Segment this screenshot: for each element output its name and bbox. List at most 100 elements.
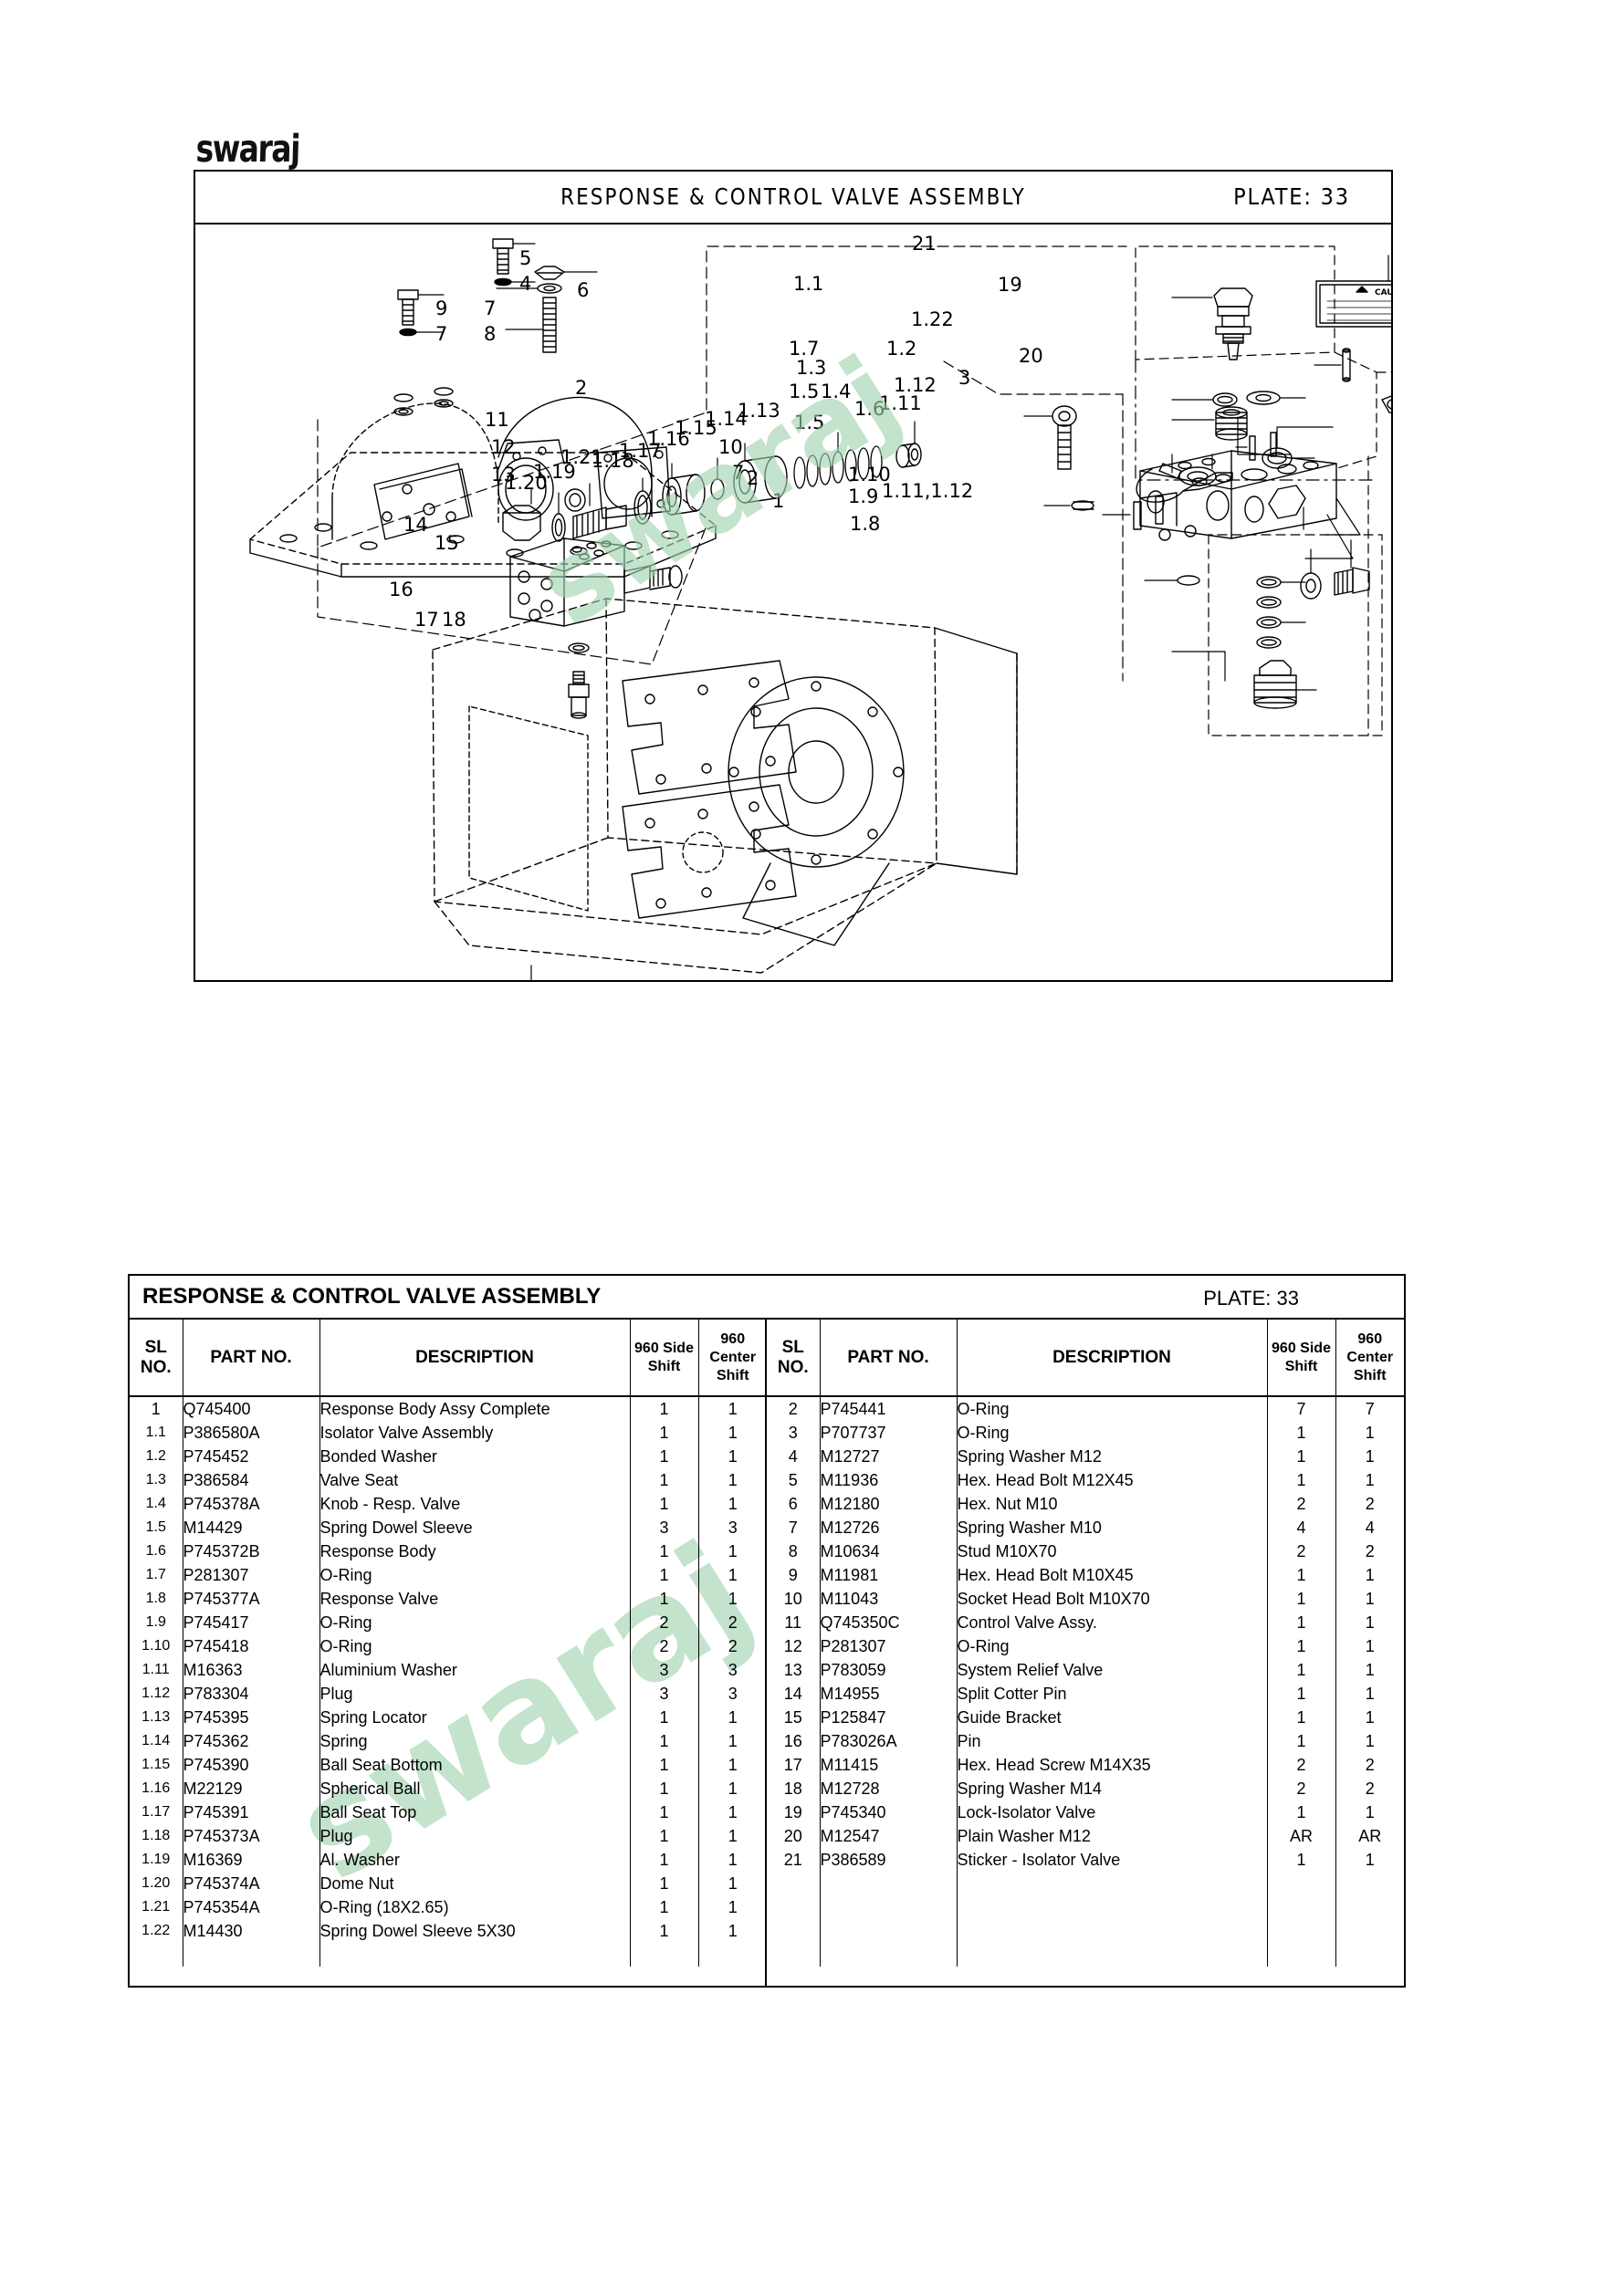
cell-part-no: M11043 <box>819 1587 958 1611</box>
cell-sl-no: 15 <box>767 1706 821 1729</box>
cell-qty-side-shift: 1 <box>1266 1848 1336 1872</box>
cell-part-no: P745362 <box>182 1729 320 1753</box>
cell-sl-no: 1.11 <box>130 1658 183 1682</box>
cell-qty-side-shift: 2 <box>629 1634 699 1658</box>
cell-qty-center-shift: 2 <box>1335 1492 1404 1516</box>
cell-qty-center-shift: 1 <box>1335 1468 1404 1492</box>
cell-qty-center-shift: 1 <box>697 1895 767 1919</box>
cell-qty-center-shift: 1 <box>697 1421 767 1445</box>
cell-part-no: Q745400 <box>182 1396 320 1421</box>
cell-part-no: P745418 <box>182 1634 320 1658</box>
cell-qty-side-shift: 2 <box>1266 1492 1336 1516</box>
callout-1-4: 1.4 <box>821 381 852 402</box>
isolator-valve-group <box>1136 287 1351 503</box>
cell-part-no: M22129 <box>182 1777 320 1800</box>
callout-1-18: 1.18 <box>592 450 634 472</box>
cell-part-no: M14430 <box>182 1919 320 1943</box>
cell-description: Sticker - Isolator Valve <box>956 1848 1268 1872</box>
cell-qty-center-shift: 7 <box>1335 1396 1404 1421</box>
cell-qty-side-shift: 1 <box>629 1492 699 1516</box>
cell-qty-side-shift: 2 <box>1266 1753 1336 1777</box>
cell-sl-no: 1.4 <box>130 1492 183 1516</box>
cell-qty-center-shift: 1 <box>1335 1587 1404 1611</box>
callout-1-12: 1.12 <box>894 374 937 396</box>
cell-description: O-Ring <box>956 1421 1268 1445</box>
cell-description: Valve Seat <box>319 1468 631 1492</box>
cell-part-no: P783059 <box>819 1658 958 1682</box>
callout-1: 1 <box>772 490 785 512</box>
cell-qty-center-shift: 2 <box>697 1634 767 1658</box>
callout-3: 3 <box>958 367 971 389</box>
cell-description: Socket Head Bolt M10X70 <box>956 1587 1268 1611</box>
cell-qty-side-shift: 1 <box>629 1824 699 1848</box>
cell-sl-no: 14 <box>767 1682 821 1706</box>
cell-part-no: M16369 <box>182 1848 320 1872</box>
cell-qty-side-shift: 3 <box>629 1516 699 1539</box>
cell-part-no: P745377A <box>182 1587 320 1611</box>
callout-1-19: 1.19 <box>533 461 576 483</box>
cell-description: System Relief Valve <box>956 1658 1268 1682</box>
cell-description: Isolator Valve Assembly <box>319 1421 631 1445</box>
cell-qty-center-shift: 1 <box>697 1872 767 1895</box>
callout-7: 7 <box>732 462 745 484</box>
cell-sl-no: 1.1 <box>130 1421 183 1445</box>
cell-part-no: P386589 <box>819 1848 958 1872</box>
cell-description: Bonded Washer <box>319 1445 631 1468</box>
cell-description: Spring Dowel Sleeve <box>319 1516 631 1539</box>
cell-part-no: P281307 <box>182 1563 320 1587</box>
callout-20: 20 <box>1019 345 1043 367</box>
cell-qty-center-shift: 1 <box>1335 1445 1404 1468</box>
callout-6: 6 <box>577 279 590 301</box>
cell-description: Plug <box>319 1682 631 1706</box>
callout-1-8: 1.8 <box>850 513 881 535</box>
col-part-no: PART NO. <box>819 1320 958 1397</box>
cell-part-no: P745373A <box>182 1824 320 1848</box>
cell-description: O-Ring <box>319 1611 631 1634</box>
cell-description: Spring Washer M10 <box>956 1516 1268 1539</box>
swaraj-logo: swaraj <box>195 126 300 171</box>
parts-grid-left: SL NO. PART NO. DESCRIPTION 960 Side Shi… <box>130 1320 767 1967</box>
callout-1-13: 1.13 <box>738 400 780 422</box>
col-description: DESCRIPTION <box>319 1320 631 1397</box>
cell-qty-side-shift: 1 <box>629 1800 699 1824</box>
cell-qty-center-shift: 1 <box>697 1706 767 1729</box>
svg-text:CAUTION: CAUTION <box>1375 288 1391 297</box>
callout-1-14: 1.14 <box>705 408 748 430</box>
callout-5: 5 <box>519 247 532 269</box>
cell-qty-side-shift: 1 <box>1266 1587 1336 1611</box>
callout-11: 11 <box>485 409 509 431</box>
col-part-no: PART NO. <box>182 1320 320 1397</box>
callout-1-6: 1.6 <box>854 398 885 420</box>
cell-qty-center-shift: 1 <box>697 1492 767 1516</box>
callout-1-5: 1.5 <box>789 381 820 402</box>
cell-part-no: M11415 <box>819 1753 958 1777</box>
cell-qty-side-shift: 1 <box>629 1587 699 1611</box>
cell-qty-center-shift: 1 <box>697 1777 767 1800</box>
cell-description: Lock-Isolator Valve <box>956 1800 1268 1824</box>
cell-qty-center-shift: 1 <box>697 1753 767 1777</box>
cell-sl-no: 1.7 <box>130 1563 183 1587</box>
cell-sl-no: 4 <box>767 1445 821 1468</box>
cell-qty-center-shift: 1 <box>1335 1848 1404 1872</box>
cell-part-no: P281307 <box>819 1634 958 1658</box>
cell-qty-side-shift: 1 <box>1266 1706 1336 1729</box>
cell-sl-no: 16 <box>767 1729 821 1753</box>
cell-qty-side-shift: 1 <box>629 1445 699 1468</box>
diagram-svg: CAUTION <box>249 238 1391 980</box>
table-filler-row <box>767 1943 1404 1967</box>
callout-17: 17 <box>414 609 439 631</box>
response-valve-train <box>502 443 922 542</box>
cell-qty-side-shift: 1 <box>629 1872 699 1895</box>
exploded-diagram: CAUTION <box>195 224 1391 980</box>
